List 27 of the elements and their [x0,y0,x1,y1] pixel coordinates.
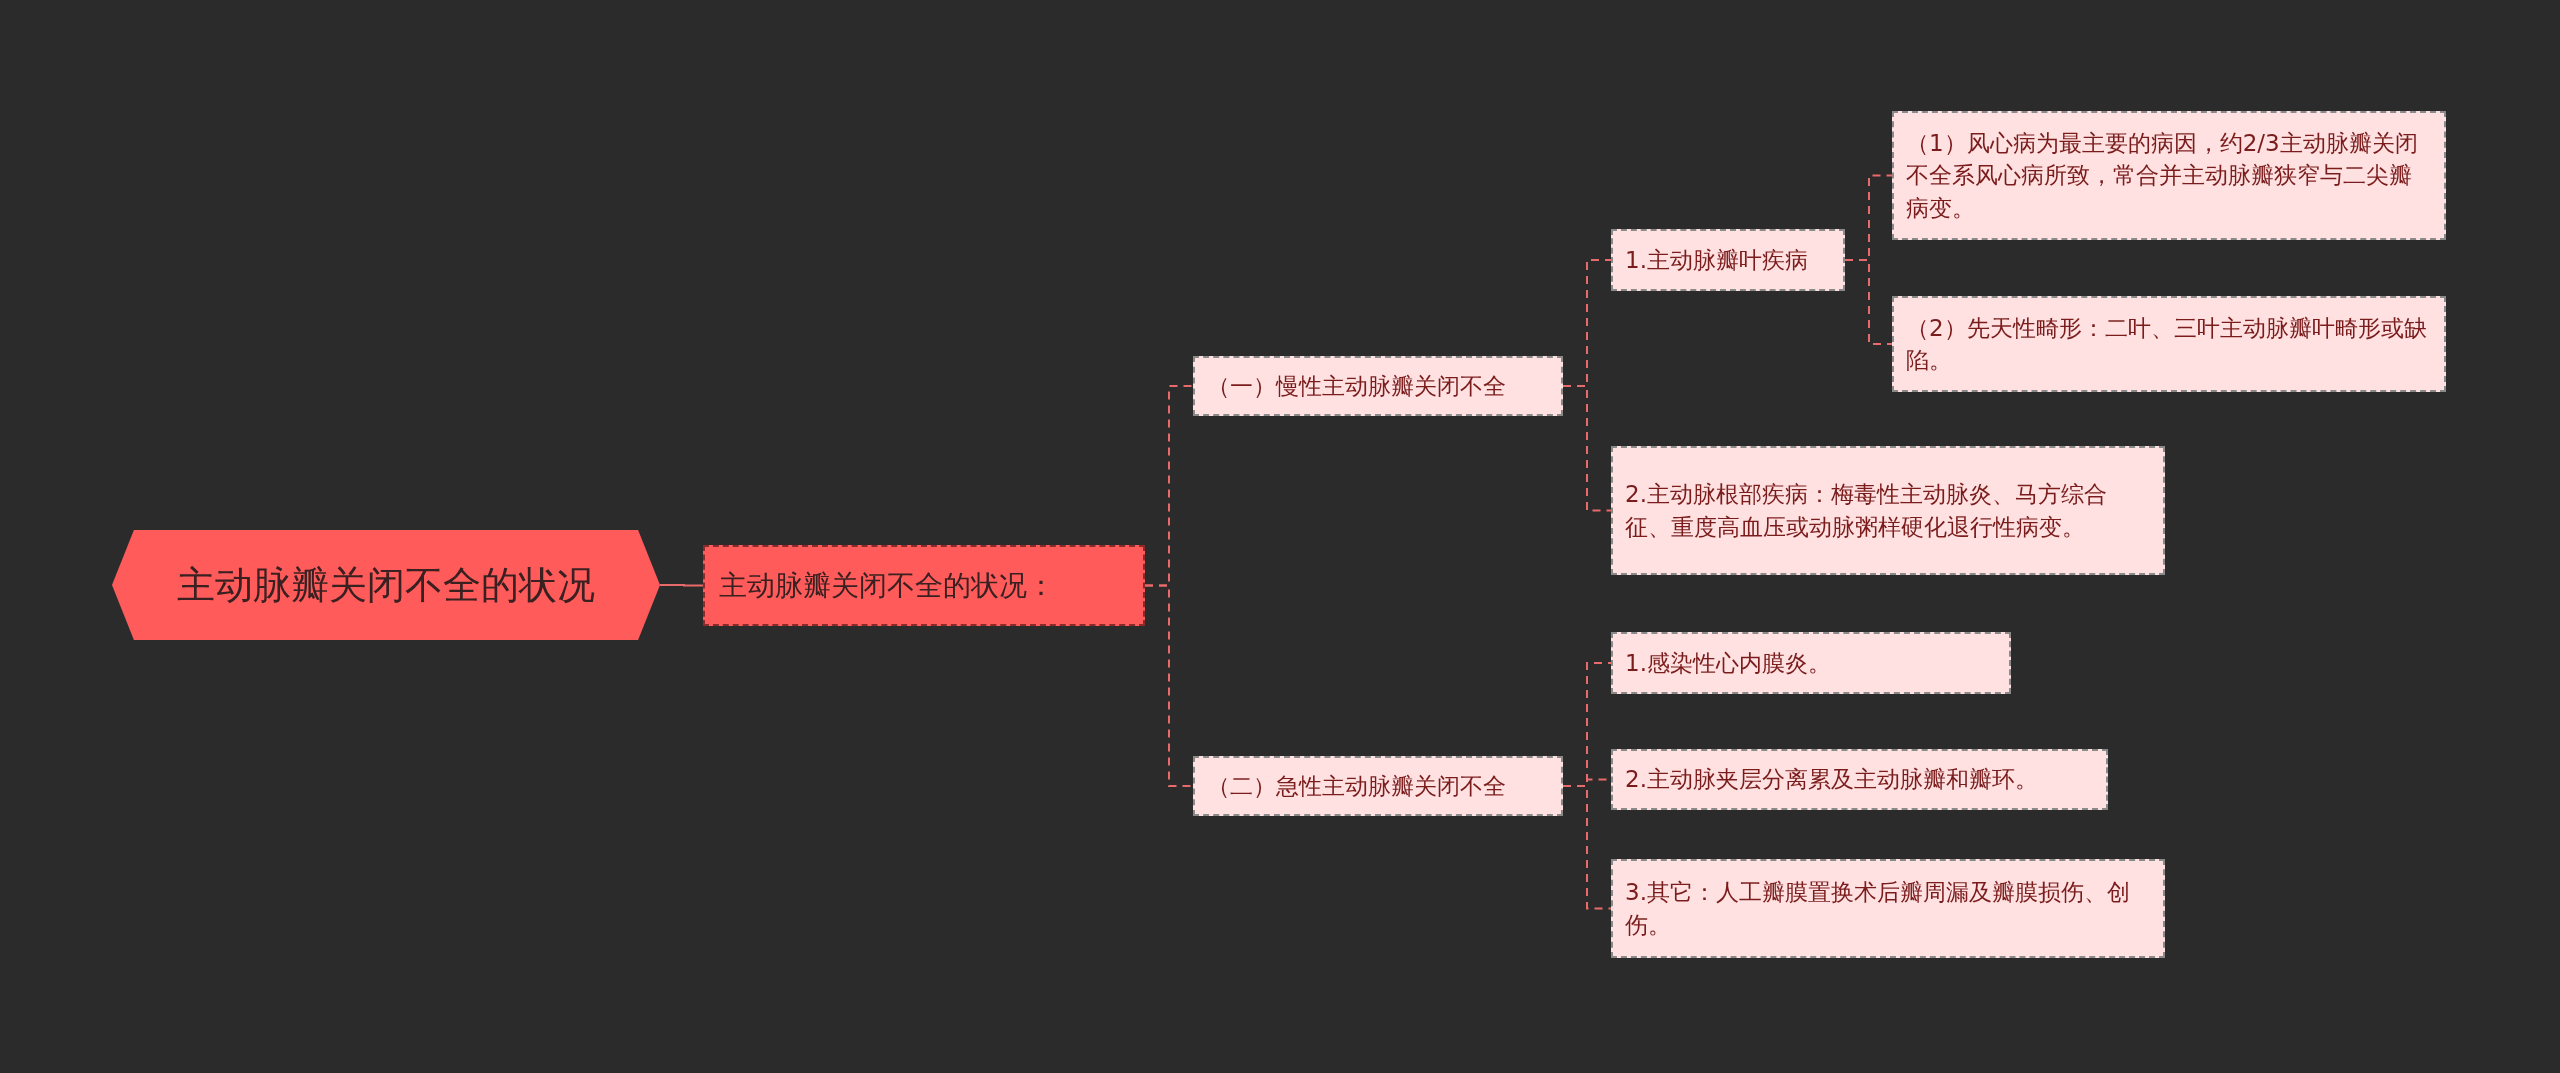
subtopic-box [1611,632,2011,694]
topic-text: 2.主动脉夹层分离累及主动脉瓣和瓣环。 [1625,765,2038,795]
subtopic-box [1892,296,2446,392]
topic-text: （2）先天性畸形：二叶、三叶主动脉瓣叶畸形或缺陷。 [1906,313,2428,375]
topic-text: （一）慢性主动脉瓣关闭不全 [1207,371,1506,401]
topic-text: 2.主动脉根部疾病：梅毒性主动脉炎、马方综合征、重度高血压或动脉粥样硬化退行性病变。 [1625,480,2108,542]
topic-text: 3.其它：人工瓣膜置换术后瓣周漏及瓣膜损伤、创伤。 [1625,878,2131,940]
topic-text: 1.主动脉瓣叶疾病 [1625,245,1808,275]
subtopic-box [1611,446,2165,575]
topic-text: （二）急性主动脉瓣关闭不全 [1207,771,1506,801]
connector-line [1562,385,1612,512]
topic-text: 1.感染性心内膜炎。 [1625,648,1831,678]
connector-line [659,584,704,587]
subtopic-box [1611,859,2165,958]
subtopic-box [1611,229,1845,291]
subtopic-box [1611,749,2108,810]
topic-text: 主动脉瓣关闭不全的状况 [177,561,595,609]
subtopic-box [1193,356,1563,416]
topic-box [703,545,1145,626]
root-topic-box [112,530,660,640]
topic-text: （1）风心病为最主要的病因，约2/3主动脉瓣关闭不全系风心病所致，常合并主动脉瓣狭窄与二尖瓣病变。 [1906,129,2419,223]
connector-line [1144,584,1194,787]
subtopic-box [1892,111,2446,240]
connector-line [1844,259,1893,345]
connector-line [1562,785,1612,910]
topic-text: 主动脉瓣关闭不全的状况： [719,567,1055,604]
subtopic-box [1193,756,1563,816]
